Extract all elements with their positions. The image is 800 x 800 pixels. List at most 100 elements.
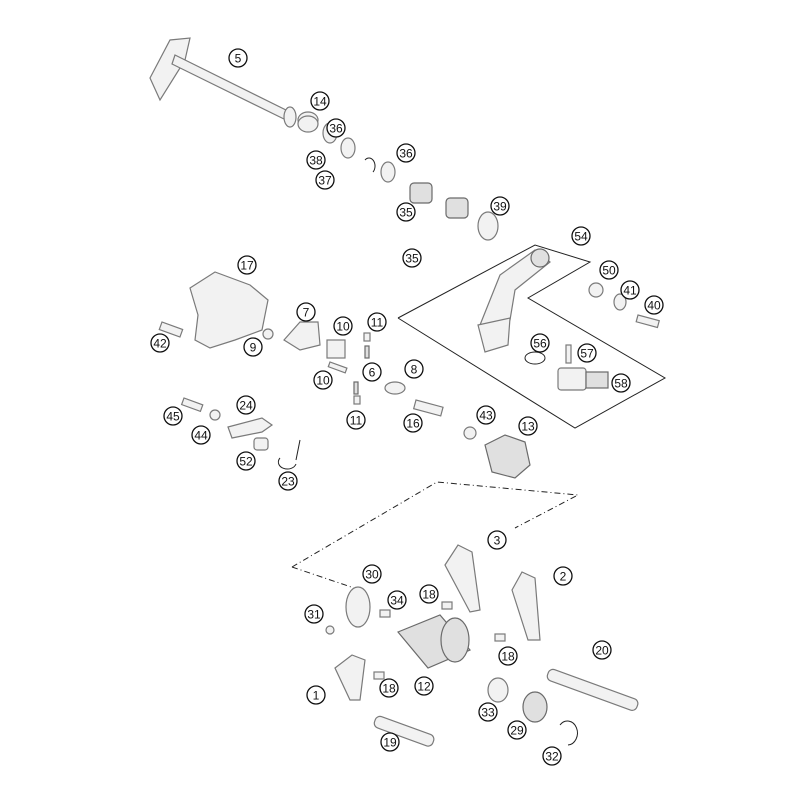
callout-35: 35 xyxy=(402,248,422,268)
locking-lever-24 xyxy=(227,417,274,439)
shift-shaft xyxy=(149,37,297,128)
callout-number: 34 xyxy=(390,594,404,608)
gear-30 xyxy=(345,586,371,628)
callout-circle xyxy=(380,732,400,752)
spring-41 xyxy=(613,293,627,311)
callout-circle xyxy=(296,302,316,322)
callout-52: 52 xyxy=(236,451,256,471)
callout-number: 35 xyxy=(399,206,413,220)
callout-16: 16 xyxy=(403,413,423,433)
shift-fork-1 xyxy=(334,654,366,701)
bolt-16 xyxy=(412,399,444,417)
callout-45: 45 xyxy=(163,406,183,426)
callout-circle xyxy=(313,370,333,390)
callout-1: 1 xyxy=(306,685,326,705)
callout-circle xyxy=(476,405,496,425)
callout-number: 57 xyxy=(580,347,594,361)
bolt-45 xyxy=(180,397,204,413)
callout-circle xyxy=(553,566,573,586)
callout-10: 10 xyxy=(333,316,353,336)
callout-58: 58 xyxy=(611,373,631,393)
callout-5: 5 xyxy=(228,48,248,68)
callout-circle xyxy=(487,530,507,550)
callout-23: 23 xyxy=(278,471,298,491)
callout-18: 18 xyxy=(498,646,518,666)
callout-31: 31 xyxy=(304,604,324,624)
callout-circle xyxy=(362,362,382,382)
pin-57 xyxy=(565,344,572,364)
callout-number: 41 xyxy=(623,284,637,298)
callout-number: 14 xyxy=(313,95,327,109)
washer-44 xyxy=(209,409,221,421)
callout-circle xyxy=(592,640,612,660)
bearing-29 xyxy=(522,691,548,723)
callout-29: 29 xyxy=(507,720,527,740)
washer-9 xyxy=(262,328,274,340)
callout-12: 12 xyxy=(414,676,434,696)
callout-number: 56 xyxy=(533,337,547,351)
callout-32: 32 xyxy=(542,746,562,766)
bushing-35 xyxy=(409,182,433,204)
callout-circle xyxy=(518,416,538,436)
callout-circle xyxy=(571,226,591,246)
washer-33 xyxy=(487,677,509,703)
callout-number: 31 xyxy=(307,608,321,622)
callout-number: 18 xyxy=(422,588,436,602)
callout-number: 50 xyxy=(602,264,616,278)
washer-50 xyxy=(588,282,604,298)
callout-circle xyxy=(396,143,416,163)
callout-number: 30 xyxy=(365,568,379,582)
callout-circle xyxy=(396,202,416,222)
callout-circle xyxy=(326,118,346,138)
callout-number: 24 xyxy=(239,399,253,413)
callout-circle xyxy=(191,425,211,445)
callout-circle xyxy=(419,584,439,604)
callout-number: 58 xyxy=(614,377,628,391)
callout-circle xyxy=(150,333,170,353)
callout-37: 37 xyxy=(315,170,335,190)
pin-18b xyxy=(494,633,506,642)
callout-42: 42 xyxy=(150,333,170,353)
callout-circle xyxy=(577,343,597,363)
pin-11 xyxy=(363,332,371,342)
callout-circle xyxy=(414,676,434,696)
callout-number: 23 xyxy=(281,475,295,489)
pin-34 xyxy=(379,609,391,618)
pin-18a xyxy=(441,601,453,610)
spring-6b xyxy=(353,381,359,395)
screw-31 xyxy=(325,625,335,635)
shift-pawl-7 xyxy=(283,321,321,351)
callout-circle xyxy=(498,646,518,666)
callout-6: 6 xyxy=(362,362,382,382)
washer-36b xyxy=(380,161,396,183)
callout-number: 43 xyxy=(479,409,493,423)
callout-circle xyxy=(367,312,387,332)
circlip-32 xyxy=(559,720,578,746)
shift-lever xyxy=(477,248,551,353)
roller-52 xyxy=(253,437,269,451)
callout-43: 43 xyxy=(476,405,496,425)
callout-number: 8 xyxy=(411,363,418,377)
callout-19: 19 xyxy=(380,732,400,752)
callout-30: 30 xyxy=(362,564,382,584)
callout-54: 54 xyxy=(571,226,591,246)
spring-56 xyxy=(524,351,546,365)
callout-number: 35 xyxy=(405,252,419,266)
callout-number: 11 xyxy=(350,414,363,428)
callout-circle xyxy=(387,590,407,610)
callout-circle xyxy=(278,471,298,491)
spring-23 xyxy=(277,439,301,470)
shift-fork-3 xyxy=(444,544,481,613)
callout-number: 13 xyxy=(521,420,535,434)
callout-41: 41 xyxy=(620,280,640,300)
shift-drum-end xyxy=(440,617,470,663)
callout-18: 18 xyxy=(379,678,399,698)
pin-18c xyxy=(373,671,385,680)
guide-plate-17 xyxy=(189,271,269,349)
callout-circle xyxy=(404,359,424,379)
washer-43 xyxy=(463,426,477,440)
washer-8 xyxy=(384,381,406,395)
group-frame-drum-lower xyxy=(291,566,361,591)
callout-number: 12 xyxy=(417,680,431,694)
